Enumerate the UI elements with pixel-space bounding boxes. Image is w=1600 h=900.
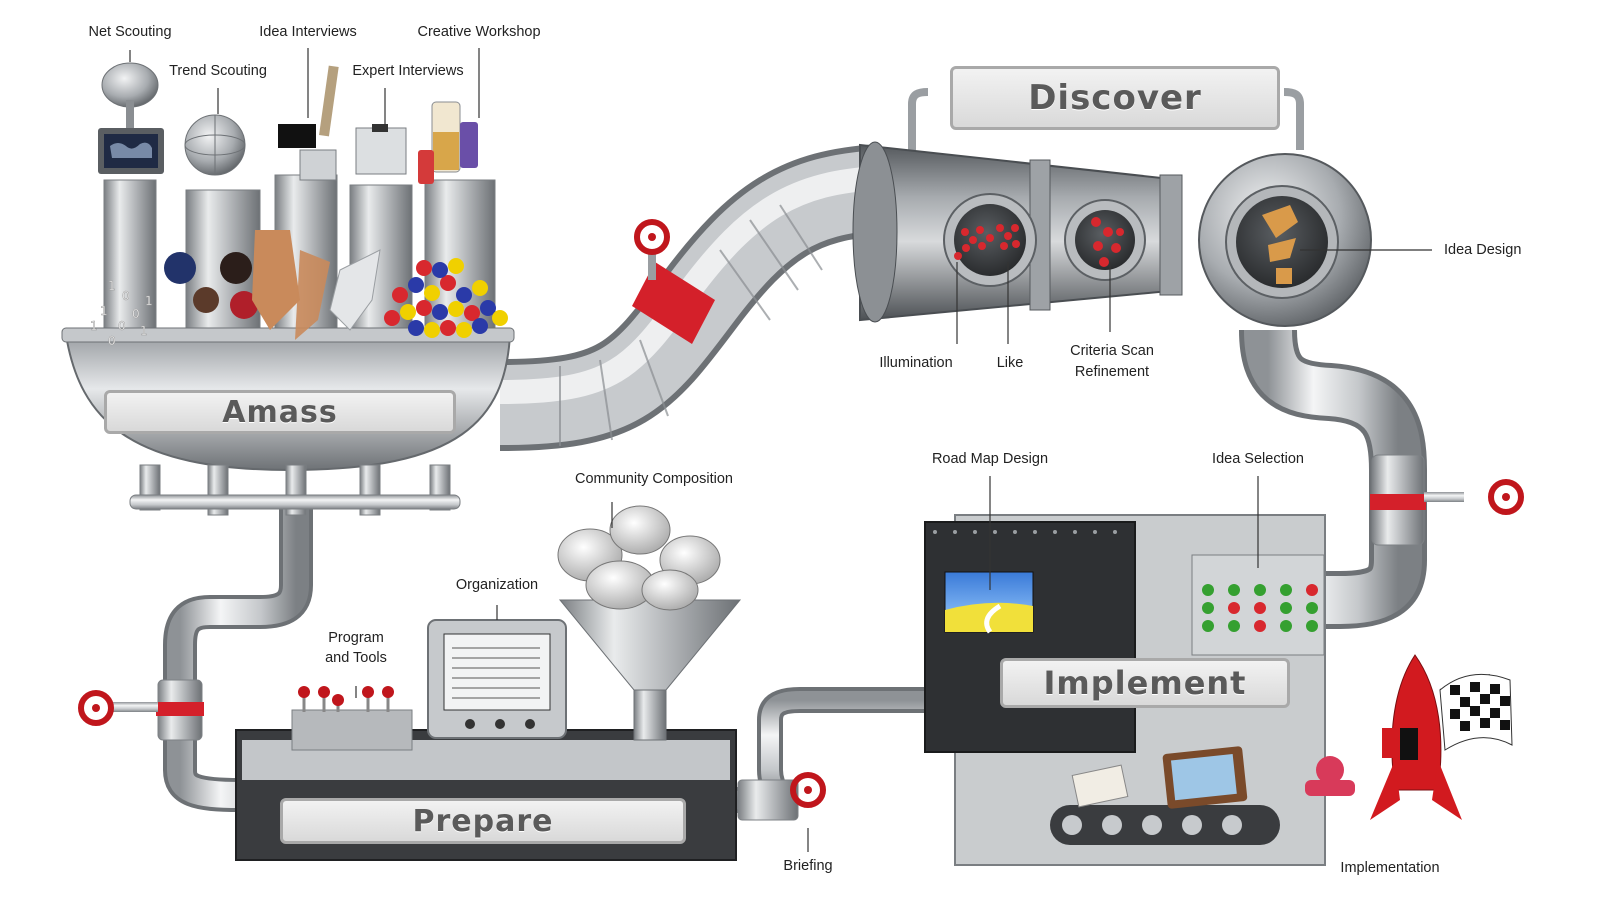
discover-implement-pipe	[1239, 328, 1464, 629]
label-idea-interviews: Idea Interviews	[259, 24, 357, 40]
checkered-flag	[1439, 673, 1513, 751]
label-organization: Organization	[455, 577, 539, 593]
svg-text:0: 0	[132, 307, 140, 321]
amass-discover-pipe	[499, 144, 884, 451]
prepare-implement-pipe	[730, 687, 925, 821]
valve-right	[1488, 479, 1524, 515]
valve-left	[78, 690, 114, 726]
label-refinement: Refinement	[1074, 364, 1150, 380]
label-idea-selection: Idea Selection	[1212, 451, 1304, 467]
stage-plate-prepare: Prepare	[280, 798, 686, 844]
valve-top	[634, 219, 670, 280]
svg-text:1: 1	[140, 324, 148, 338]
amass-prepare-pipe	[112, 500, 313, 812]
label-implementation: Implementation	[1340, 860, 1440, 876]
svg-text:1: 1	[100, 304, 108, 318]
label-road-map-design: Road Map Design	[931, 451, 1049, 467]
svg-text:0: 0	[108, 334, 116, 348]
svg-text:1: 1	[108, 279, 116, 293]
svg-text:1: 1	[90, 319, 98, 333]
colored-ball-cluster	[384, 258, 508, 338]
label-idea-design: Idea Design	[1444, 242, 1522, 258]
brains	[557, 505, 721, 611]
label-net-scouting: Net Scouting	[88, 24, 172, 40]
label-trend-scouting: Trend Scouting	[169, 63, 267, 79]
svg-text:0: 0	[118, 319, 126, 333]
label-creative-workshop: Creative Workshop	[417, 24, 541, 40]
stage-plate-amass: Amass	[104, 390, 456, 434]
stage-plate-implement: Implement	[1000, 658, 1290, 708]
label-like: Like	[996, 355, 1024, 371]
label-community-composition: Community Composition	[575, 471, 733, 487]
label-illumination: Illumination	[879, 355, 953, 371]
svg-text:0: 0	[122, 289, 130, 303]
label-program: Program	[328, 630, 384, 646]
valve-bottom	[790, 772, 826, 808]
label-and-tools: and Tools	[325, 650, 387, 666]
label-briefing: Briefing	[783, 858, 833, 874]
label-leader-lines	[129, 48, 1432, 852]
label-expert-interviews: Expert Interviews	[352, 63, 464, 79]
svg-text:1: 1	[145, 294, 153, 308]
stage-plate-discover: Discover	[950, 66, 1280, 130]
label-criteria-scan: Criteria Scan	[1070, 343, 1154, 359]
discover-machine	[852, 88, 1372, 327]
